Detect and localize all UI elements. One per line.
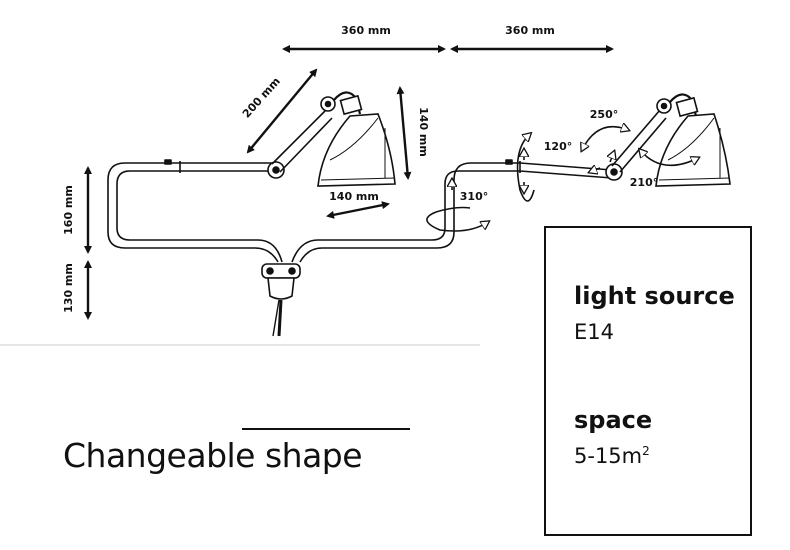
lamp-body (107, 159, 613, 263)
dim-body-upper: 160 mm (62, 185, 75, 235)
spec-space-label: space (574, 406, 653, 434)
spec-space-number: 5-15m (574, 444, 643, 468)
left-shade (317, 113, 396, 187)
spec-light-source-label: light source (574, 282, 735, 310)
spec-light-source-value: E14 (574, 320, 614, 344)
headline: Changeable shape (63, 436, 363, 475)
angle-shade-tilt: 250° (590, 108, 618, 121)
right-arm (605, 93, 699, 181)
dim-body-lower: 130 mm (62, 263, 75, 313)
dim-shade-width: 140 mm (329, 190, 379, 203)
dim-top-right: 360 mm (505, 24, 555, 37)
angle-shade-rotate: 210° (630, 176, 658, 189)
right-shade (655, 113, 731, 187)
left-arm (267, 91, 363, 179)
dim-arm-diag: 200 mm (240, 75, 283, 121)
dim-top-left: 360 mm (341, 24, 391, 37)
dim-shade-height: 140 mm (417, 107, 430, 157)
lamp-base (261, 263, 301, 337)
headline-rule (242, 428, 410, 430)
angle-joint: 120° (544, 140, 572, 153)
rotation-arrows (426, 127, 698, 232)
spec-space-unit: 2 (642, 444, 650, 458)
spec-space-value: 5-15m2 (574, 444, 650, 468)
spec-box: light source E14 space 5-15m2 (544, 226, 752, 536)
angle-base-rotate: 310° (460, 190, 488, 203)
dimension-arrows (84, 45, 614, 320)
